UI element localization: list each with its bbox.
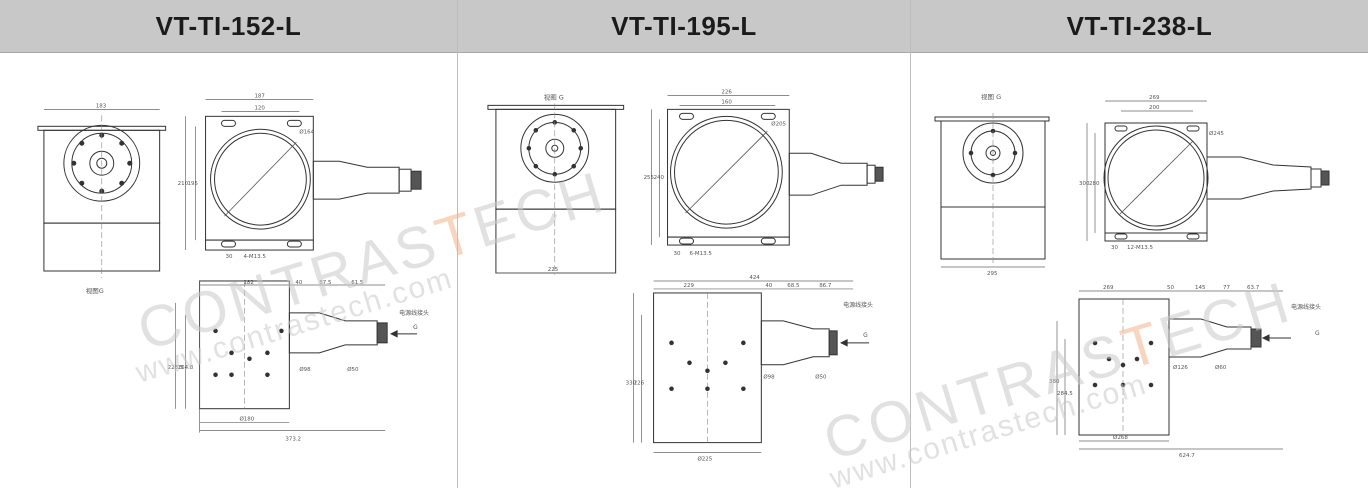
dim-b2: 6-M13.5	[689, 251, 711, 257]
dim-w-inner: 200	[1149, 105, 1160, 111]
dim-bot-h1: 380	[1049, 379, 1060, 385]
dim-w-top: 269	[1149, 95, 1160, 101]
side-view-1	[37, 109, 167, 278]
model-title-1: VT-TI-152-L	[0, 0, 457, 53]
dim-bot-top: 269	[1103, 285, 1114, 291]
dim-bot-d: 86.7	[819, 283, 832, 289]
model-column-3: VT-TI-238-L	[911, 0, 1368, 488]
side-view-3	[934, 113, 1050, 268]
model-title-3: VT-TI-238-L	[911, 0, 1368, 53]
drawing-2: 视图 G 225 226 160 Ø205 255 240 30 6-M13.5…	[487, 89, 884, 463]
side-view-2	[487, 103, 625, 275]
dim-bot-h2: 284.5	[1057, 391, 1073, 397]
dim-bot-b: 57.5	[319, 280, 331, 286]
bottom-view-3	[1056, 290, 1291, 450]
dim-bot-total: 373.2	[285, 437, 301, 443]
dim-bot-d2: Ø50	[815, 374, 827, 381]
dim-bot-d1: Ø98	[763, 374, 775, 381]
dim-b2: 12-M13.5	[1127, 245, 1153, 251]
view-label: 视图G	[86, 286, 104, 295]
g-label: G	[863, 332, 868, 339]
dim-h-outer: 210	[178, 181, 189, 187]
g-label: G	[413, 324, 418, 331]
dim-bot-top: 182	[243, 280, 253, 286]
dim-w-inner: 120	[254, 105, 265, 111]
dim-h-inner: 280	[1089, 181, 1100, 187]
dim-bot-a: 229	[684, 283, 695, 289]
model-column-1: VT-TI-152-L	[0, 0, 458, 488]
dim-w-side: 225	[548, 267, 558, 273]
dim-bot-c: 77	[1223, 285, 1230, 291]
bottom-view-1	[175, 280, 418, 433]
dim-bot-d2: Ø50	[347, 366, 359, 373]
dim-b1: 30	[226, 254, 233, 260]
dim-h-inner: 195	[188, 181, 198, 187]
dim-bot-a: 40	[295, 280, 302, 286]
dim-bot-b: 145	[1195, 285, 1206, 291]
view-label: 视图 G	[981, 92, 1001, 101]
dim-bot-h1: 223.5	[168, 365, 184, 371]
dim-w-inner: 160	[721, 99, 732, 105]
dim-b1: 30	[674, 251, 681, 257]
g-label: G	[1315, 330, 1320, 337]
top-view-3	[1086, 100, 1330, 242]
dim-bot-h2: 164.8	[178, 365, 194, 371]
dim-b1: 30	[1111, 245, 1118, 251]
dim-b2: 4-M13.5	[243, 254, 265, 260]
dim-dia: Ø205	[771, 120, 786, 127]
dim-dia: Ø164	[299, 128, 314, 135]
dim-h-outer: 255	[644, 175, 654, 181]
drawing-1: 183 187 120 Ø164 210 195 30 4-M13.5 视图G …	[37, 93, 429, 443]
dim-bot-d1: Ø126	[1173, 364, 1188, 371]
dim-h-inner: 240	[654, 175, 665, 181]
drawing-3: 视图 G 295 269 200 Ø245 300 280 30 12-M13.…	[934, 92, 1330, 459]
dim-w-top: 187	[254, 93, 265, 99]
dim-bot-d2: Ø60	[1215, 364, 1227, 371]
dim-w-top: 226	[721, 89, 732, 95]
dim-bot-h1: 330	[626, 381, 637, 387]
power-label: 电源线接头	[399, 309, 429, 317]
power-label: 电源线接头	[843, 301, 873, 309]
dim-bot-c: 68.5	[787, 283, 799, 289]
bottom-view-2	[633, 280, 870, 453]
dim-bot-b: 40	[765, 283, 772, 289]
dim-bot-a: 50	[1167, 285, 1174, 291]
model-column-2: VT-TI-195-L	[458, 0, 911, 488]
view-label: 视图 G	[544, 92, 564, 101]
dim-w-side: 295	[987, 271, 998, 277]
dim-bot-d1: Ø98	[299, 366, 311, 373]
dim-bot-h2: 226	[634, 381, 645, 387]
model-title-2: VT-TI-195-L	[458, 0, 910, 53]
dim-dia: Ø245	[1209, 130, 1224, 137]
dim-h-outer: 300	[1079, 181, 1090, 187]
dim-bot-c: 61.5	[351, 280, 363, 286]
dim-bot-base: Ø180	[239, 416, 254, 423]
dim-bot-base: Ø268	[1113, 434, 1128, 441]
dim-bot-base: Ø225	[697, 456, 712, 463]
top-view-2	[651, 95, 884, 246]
dim-bot-total: 624.7	[1179, 453, 1195, 459]
dim-bot-top: 424	[749, 275, 760, 281]
power-label: 电源线接头	[1291, 303, 1321, 311]
top-view-1	[185, 99, 422, 251]
dim-w-left: 183	[96, 103, 107, 109]
dim-bot-d: 63.7	[1247, 285, 1260, 291]
